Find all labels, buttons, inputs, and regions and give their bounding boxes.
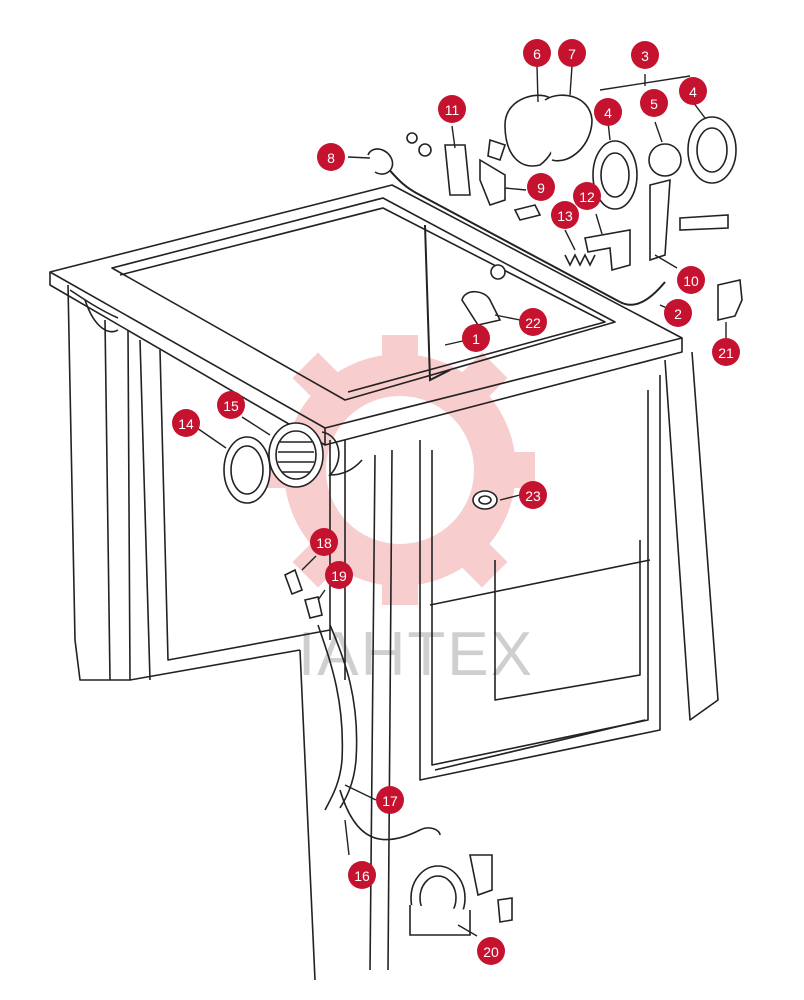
callout-circle (310, 528, 338, 556)
callout-circle (477, 937, 505, 965)
callout-number: 2 (674, 306, 682, 322)
callout-circle (573, 182, 601, 210)
callout-circle (631, 41, 659, 69)
callout-circle (438, 95, 466, 123)
callout-number: 6 (533, 46, 541, 62)
callout-number: 11 (445, 102, 460, 118)
callout-15: 15 (217, 391, 245, 419)
callout-number: 3 (641, 48, 649, 64)
callout-number: 23 (525, 488, 541, 504)
callout-number: 15 (223, 398, 239, 414)
callout-number: 1 (472, 331, 480, 347)
callout-number: 8 (327, 150, 335, 166)
callout-number: 4 (604, 105, 612, 121)
callout-circle (317, 143, 345, 171)
callout-5: 5 (640, 89, 668, 117)
callout-circle (519, 308, 547, 336)
lower-harness-and-lamp (284, 568, 513, 936)
callout-number: 9 (537, 180, 545, 196)
callout-number: 16 (354, 868, 370, 884)
callout-circle (523, 39, 551, 67)
callout-circle (558, 39, 586, 67)
callout-1: 1 (462, 324, 490, 352)
callout-18: 18 (310, 528, 338, 556)
callout-circle (348, 861, 376, 889)
callout-19: 19 (325, 561, 353, 589)
callout-circle (462, 324, 490, 352)
callout-4: 4 (594, 98, 622, 126)
callout-circle (217, 391, 245, 419)
callout-12: 12 (573, 182, 601, 210)
callout-number: 5 (650, 96, 658, 112)
small-parts (461, 264, 743, 510)
callout-8: 8 (317, 143, 345, 171)
callout-circle (376, 786, 404, 814)
callout-16: 16 (348, 861, 376, 889)
callout-9: 9 (527, 173, 555, 201)
callout-2: 2 (664, 299, 692, 327)
callout-circle (679, 77, 707, 105)
watermark-text: IAHTEX (298, 620, 534, 689)
callout-circle (519, 481, 547, 509)
callout-11: 11 (438, 95, 466, 123)
callout-circle (527, 173, 555, 201)
callout-circle (677, 266, 705, 294)
callout-23: 23 (519, 481, 547, 509)
callout-number: 19 (331, 568, 347, 584)
work-lamp-group (223, 422, 363, 504)
callout-circle (640, 89, 668, 117)
callout-number: 12 (579, 189, 595, 205)
callout-circle (551, 201, 579, 229)
callout-6: 6 (523, 39, 551, 67)
callout-22: 22 (519, 308, 547, 336)
callout-14: 14 (172, 409, 200, 437)
callout-number: 17 (382, 793, 398, 809)
callout-circle (594, 98, 622, 126)
callout-circle (712, 338, 740, 366)
callout-7: 7 (558, 39, 586, 67)
callout-number: 7 (568, 46, 576, 62)
callout-number: 18 (316, 535, 332, 551)
callout-circle (325, 561, 353, 589)
callout-circle (172, 409, 200, 437)
callout-3: 3 (631, 41, 659, 69)
callout-number: 14 (178, 416, 194, 432)
callout-number: 20 (483, 944, 499, 960)
callout-number: 21 (718, 345, 734, 361)
callout-20: 20 (477, 937, 505, 965)
callout-21: 21 (712, 338, 740, 366)
callout-circle (664, 299, 692, 327)
callout-13: 13 (551, 201, 579, 229)
callout-number: 13 (557, 208, 573, 224)
callout-10: 10 (677, 266, 705, 294)
cab-frame (49, 184, 719, 981)
callout-number: 22 (525, 315, 541, 331)
callout-number: 4 (689, 84, 697, 100)
leader-lines (196, 65, 727, 937)
callout-17: 17 (376, 786, 404, 814)
callout-4: 4 (679, 77, 707, 105)
callout-number: 10 (683, 273, 699, 289)
beacon-lamp-group (367, 94, 737, 272)
